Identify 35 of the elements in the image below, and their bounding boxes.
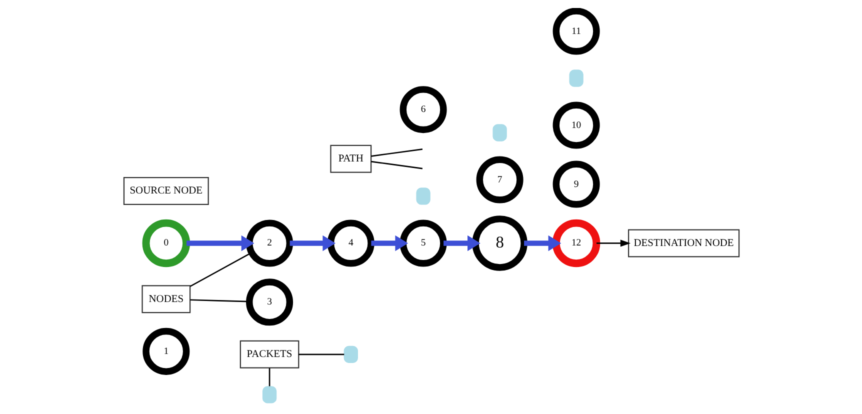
connector (298, 354, 344, 356)
node-box: SOURCE NODE (122, 176, 208, 205)
node-box: PATH (330, 144, 372, 173)
arrow (289, 235, 336, 252)
node-circle: 11 (552, 8, 600, 55)
connector (370, 148, 422, 157)
node-circle: 9 (552, 160, 600, 208)
node-box (262, 386, 276, 404)
node-circle: 1 (142, 328, 190, 375)
node-circle: 8 (472, 216, 527, 271)
node-circle: 3 (246, 278, 293, 326)
connector (189, 252, 252, 287)
arrow (186, 235, 254, 252)
node-circle: 4 (326, 220, 374, 267)
node-box (416, 188, 430, 205)
arrow (596, 240, 630, 247)
connector (370, 160, 422, 170)
node-circle: 10 (552, 102, 600, 149)
connector (268, 368, 270, 386)
node-box (343, 346, 358, 363)
node-circle: 5 (399, 220, 446, 267)
node-box: NODES (141, 285, 190, 314)
arrow (443, 235, 480, 252)
node-circle: 7 (476, 156, 523, 204)
node-circle: 12 (552, 219, 600, 268)
arrow (524, 235, 561, 252)
arrow (370, 235, 408, 252)
node-circle: 0 (142, 219, 190, 268)
node-box: DESTINATION NODE (628, 229, 740, 258)
node-box (568, 70, 583, 87)
node-circle: 6 (399, 86, 446, 134)
node-box: PACKETS (239, 340, 299, 368)
connector (190, 299, 249, 302)
node-circle: 2 (246, 220, 293, 267)
node-box (492, 124, 506, 142)
